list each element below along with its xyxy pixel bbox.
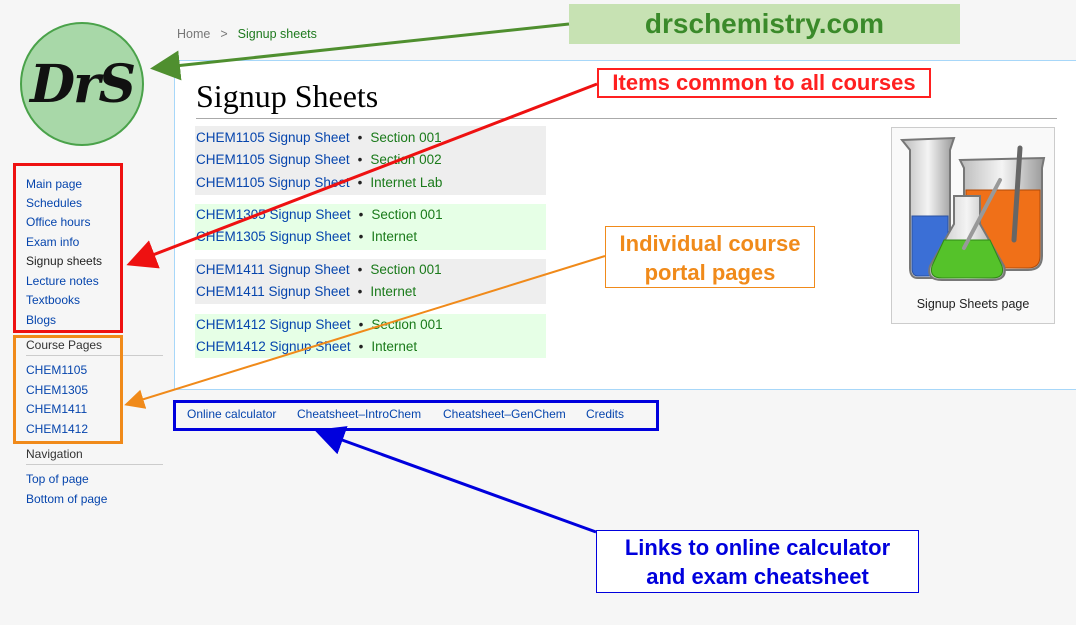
section-link[interactable]: Internet xyxy=(371,339,418,354)
bullet-separator: • xyxy=(357,130,363,145)
annotation-line: Individual course xyxy=(619,231,801,256)
image-caption: Signup Sheets page xyxy=(916,297,1030,311)
course-pages-highlight xyxy=(13,335,123,444)
bullet-separator: • xyxy=(358,317,364,332)
bullet-separator: • xyxy=(358,229,364,244)
sidebar-item-main-page[interactable]: Main page xyxy=(26,177,83,191)
breadcrumb-home[interactable]: Home xyxy=(177,27,211,41)
navigation-heading: Navigation xyxy=(26,447,83,461)
bullet-separator: • xyxy=(357,284,363,299)
section-link[interactable]: Section 001 xyxy=(371,317,443,332)
footer-link-online-calculator[interactable]: Online calculator xyxy=(187,407,277,421)
section-link[interactable]: Section 001 xyxy=(371,207,443,222)
arrow-links xyxy=(314,426,597,534)
bullet-separator: • xyxy=(357,152,363,167)
section-link[interactable]: Section 002 xyxy=(370,152,442,167)
signup-row: CHEM1305 Signup Sheet • Internet xyxy=(196,229,417,244)
title-underline xyxy=(196,118,1057,119)
annotation-line: and exam cheatsheet xyxy=(646,564,869,589)
signup-row: CHEM1305 Signup Sheet • Section 001 xyxy=(196,207,443,222)
signup-row: CHEM1105 Signup Sheet • Section 001 xyxy=(196,130,442,145)
sidebar-item-signup-sheets[interactable]: Signup sheets xyxy=(26,254,103,268)
navigation-divider xyxy=(26,464,163,465)
annotation-site-name: drschemistry.com xyxy=(569,4,960,44)
sidebar-item-bottom-of-page[interactable]: Bottom of page xyxy=(26,492,108,506)
sidebar-item-chem1105[interactable]: CHEM1105 xyxy=(26,363,88,377)
signup-row: CHEM1412 Signup Sheet • Internet xyxy=(196,339,417,354)
sidebar-item-office-hours[interactable]: Office hours xyxy=(26,215,91,229)
section-link[interactable]: Internet xyxy=(371,229,418,244)
section-link[interactable]: Internet Lab xyxy=(370,175,443,190)
logo-text: DrS xyxy=(29,53,136,115)
sidebar-item-blogs[interactable]: Blogs xyxy=(26,313,57,327)
signup-sheet-link[interactable]: CHEM1105 Signup Sheet xyxy=(196,175,350,190)
signup-sheet-link[interactable]: CHEM1411 Signup Sheet xyxy=(196,284,350,299)
annotation-line: portal pages xyxy=(644,260,776,285)
page-title: Signup Sheets xyxy=(196,78,379,114)
annotation-common-items: Items common to all courses xyxy=(597,68,931,98)
sidebar-item-chem1411[interactable]: CHEM1411 xyxy=(26,402,88,416)
section-link[interactable]: Internet xyxy=(370,284,417,299)
breadcrumb-current: Signup sheets xyxy=(237,27,317,41)
signup-sheet-link[interactable]: CHEM1412 Signup Sheet xyxy=(196,339,351,354)
signup-sheet-link[interactable]: CHEM1105 Signup Sheet xyxy=(196,130,350,145)
image-thumbnail[interactable] xyxy=(891,127,1055,324)
annotation-line: Links to online calculator xyxy=(624,535,891,560)
sidebar-item-chem1412[interactable]: CHEM1412 xyxy=(26,422,89,436)
section-link[interactable]: Section 001 xyxy=(370,262,442,277)
sidebar-item-lecture-notes[interactable]: Lecture notes xyxy=(26,274,99,288)
signup-row: CHEM1105 Signup Sheet • Section 002 xyxy=(196,152,442,167)
sidebar-item-schedules[interactable]: Schedules xyxy=(26,196,83,210)
signup-row: CHEM1105 Signup Sheet • Internet Lab xyxy=(196,175,442,190)
sidebar-item-textbooks[interactable]: Textbooks xyxy=(26,293,81,307)
footer-link-credits[interactable]: Credits xyxy=(586,407,625,421)
site-logo[interactable]: DrS xyxy=(20,22,144,146)
annotation-footer-links: Links to online calculator and exam chea… xyxy=(596,530,919,593)
course-pages-divider xyxy=(26,355,163,356)
footer-link-cheatsheet-introchem[interactable]: Cheatsheet–IntroChem xyxy=(297,407,422,421)
bullet-separator: • xyxy=(357,262,363,277)
signup-sheet-link[interactable]: CHEM1305 Signup Sheet xyxy=(196,207,351,222)
breadcrumb-separator: > xyxy=(220,27,228,41)
breadcrumb: Home > Signup sheets xyxy=(177,27,317,41)
annotation-individual-courses: Individual course portal pages xyxy=(605,226,815,288)
common-items-highlight xyxy=(13,163,123,333)
section-link[interactable]: Section 001 xyxy=(370,130,442,145)
sidebar-item-exam-info[interactable]: Exam info xyxy=(26,235,80,249)
bullet-separator: • xyxy=(358,339,364,354)
bullet-separator: • xyxy=(357,175,363,190)
bullet-separator: • xyxy=(358,207,364,222)
signup-sheet-link[interactable]: CHEM1412 Signup Sheet xyxy=(196,317,351,332)
lab-glassware-icon xyxy=(899,136,1046,281)
signup-sheet-link[interactable]: CHEM1411 Signup Sheet xyxy=(196,262,350,277)
signup-sheet-link[interactable]: CHEM1305 Signup Sheet xyxy=(196,229,351,244)
course-pages-heading: Course Pages xyxy=(26,338,103,352)
signup-sheet-link[interactable]: CHEM1105 Signup Sheet xyxy=(196,152,350,167)
signup-row: CHEM1411 Signup Sheet • Internet xyxy=(196,284,416,299)
signup-row: CHEM1411 Signup Sheet • Section 001 xyxy=(196,262,442,277)
sidebar-item-chem1305[interactable]: CHEM1305 xyxy=(26,383,89,397)
signup-row: CHEM1412 Signup Sheet • Section 001 xyxy=(196,317,443,332)
sidebar-item-top-of-page[interactable]: Top of page xyxy=(26,472,89,486)
footer-link-cheatsheet-genchem[interactable]: Cheatsheet–GenChem xyxy=(443,407,566,421)
